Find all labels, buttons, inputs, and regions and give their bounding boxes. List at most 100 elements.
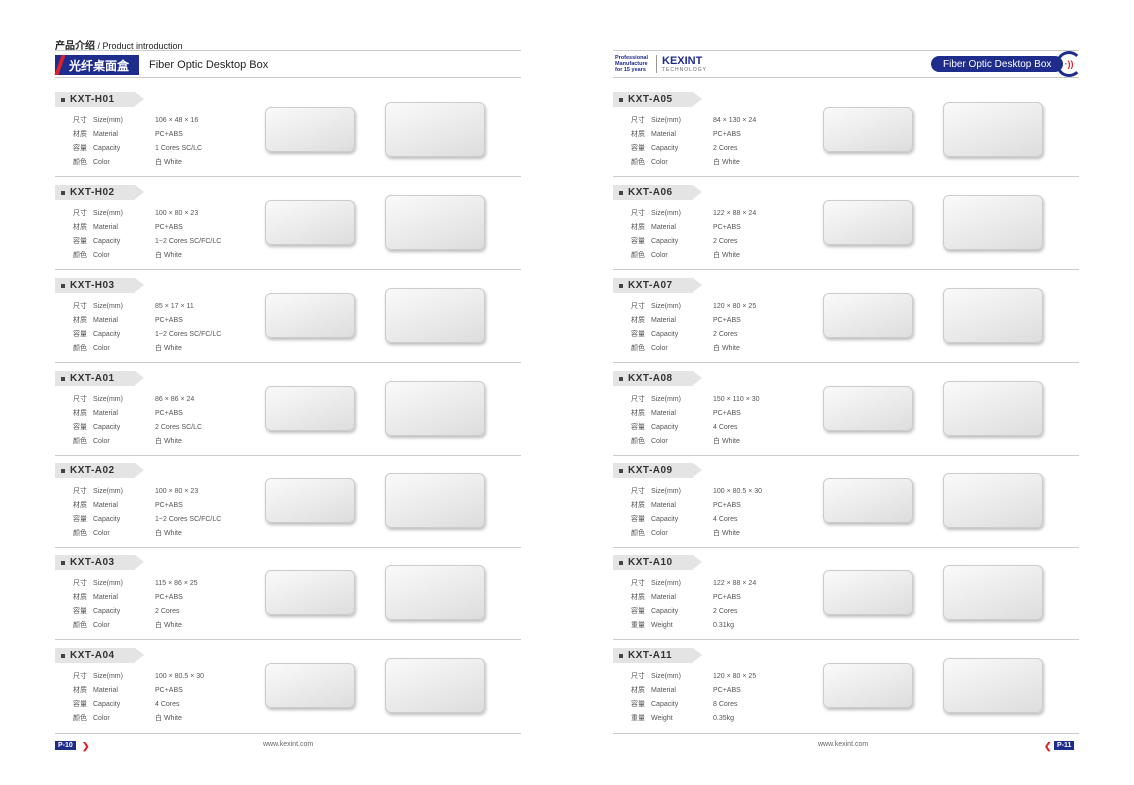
arrow-icon: ❮ <box>1044 741 1052 751</box>
spec-label-en: Color <box>93 714 110 722</box>
model-label: KXT-A10 <box>628 557 673 568</box>
spec-label-en: Capacity <box>651 607 679 615</box>
spec-label-cn: 容量 <box>631 516 645 523</box>
spec-value: PC+ABS <box>155 409 183 417</box>
spec-label-cn: 颜色 <box>73 159 87 166</box>
spec-label-cn: 颜色 <box>73 438 87 445</box>
model-tag: KXT-H01 <box>55 92 144 107</box>
spec-label-en: Size(mm) <box>93 116 123 124</box>
right-page: Professional Manufacture for 15 years KE… <box>613 0 1082 785</box>
model-label: KXT-A05 <box>628 94 673 105</box>
spec-label-en: Size(mm) <box>651 209 681 217</box>
model-tag: KXT-A01 <box>55 371 144 386</box>
spec-label-cn: 容量 <box>73 608 87 615</box>
spec-label-cn: 材质 <box>631 224 645 231</box>
divider <box>55 77 521 78</box>
spec-label-cn: 容量 <box>631 701 645 708</box>
spec-label-en: Material <box>93 686 118 694</box>
product-image <box>813 465 923 535</box>
spec-label-en: Material <box>651 501 676 509</box>
spec-value: PC+ABS <box>713 501 741 509</box>
product-image-open <box>938 650 1048 720</box>
spec-label-cn: 容量 <box>631 145 645 152</box>
spec-label-cn: 材质 <box>73 594 87 601</box>
spec-label-en: Size(mm) <box>651 116 681 124</box>
spec-label-cn: 材质 <box>631 410 645 417</box>
divider <box>55 50 521 51</box>
spec-value: 100 × 80.5 × 30 <box>155 672 205 680</box>
product-image <box>255 187 365 257</box>
product-image-open <box>380 465 490 535</box>
spec-label-cn: 尺寸 <box>73 673 87 680</box>
spec-value: 白 White <box>155 715 182 722</box>
spec-label-en: Size(mm) <box>93 579 123 587</box>
spec-label-cn: 容量 <box>73 701 87 708</box>
page-number: P-10 <box>55 741 76 750</box>
spec-label-en: Color <box>651 529 668 537</box>
spec-label-cn: 颜色 <box>73 345 87 352</box>
model-tag: KXT-A03 <box>55 555 144 570</box>
spec-label-en: Material <box>93 501 118 509</box>
product-image-open <box>380 557 490 627</box>
bullet-icon <box>61 468 65 473</box>
spec-label-cn: 容量 <box>73 424 87 431</box>
spec-label-cn: 容量 <box>631 608 645 615</box>
bullet-icon <box>61 376 65 381</box>
product-image <box>813 280 923 350</box>
spec-label-en: Color <box>93 158 110 166</box>
spec-label-en: Size(mm) <box>93 302 123 310</box>
breadcrumb-en: / Product introduction <box>97 41 183 51</box>
model-tag: KXT-A05 <box>613 92 702 107</box>
title-cn: 光纤桌面盒 <box>55 55 140 75</box>
product-image <box>255 280 365 350</box>
model-label: KXT-H02 <box>70 187 115 198</box>
spec-value: 2 Cores <box>713 330 738 338</box>
spec-label-en: Capacity <box>651 237 679 245</box>
spec-value: 白 White <box>155 252 182 259</box>
spec-label-en: Capacity <box>651 423 679 431</box>
spec-label-cn: 材质 <box>73 502 87 509</box>
spec-label-en: Material <box>93 593 118 601</box>
divider <box>613 50 1079 51</box>
bullet-icon <box>619 376 623 381</box>
spec-label-cn: 颜色 <box>73 252 87 259</box>
breadcrumb-cn: 产品介绍 <box>55 41 95 52</box>
spec-value: 4 Cores <box>155 700 180 708</box>
spec-value: PC+ABS <box>155 223 183 231</box>
spec-label-en: Material <box>651 686 676 694</box>
spec-label-cn: 材质 <box>631 502 645 509</box>
spec-value: 4 Cores <box>713 515 738 523</box>
signal-logo-icon: ·)) <box>1056 51 1082 77</box>
model-label: KXT-A04 <box>70 650 115 661</box>
product-image-open <box>938 94 1048 164</box>
spec-value: 白 White <box>155 530 182 537</box>
spec-label-en: Color <box>651 437 668 445</box>
spec-value: PC+ABS <box>713 223 741 231</box>
spec-label-en: Size(mm) <box>93 395 123 403</box>
spec-label-cn: 尺寸 <box>73 396 87 403</box>
spec-label-en: Capacity <box>651 144 679 152</box>
spec-label-cn: 材质 <box>631 687 645 694</box>
model-label: KXT-A03 <box>70 557 115 568</box>
